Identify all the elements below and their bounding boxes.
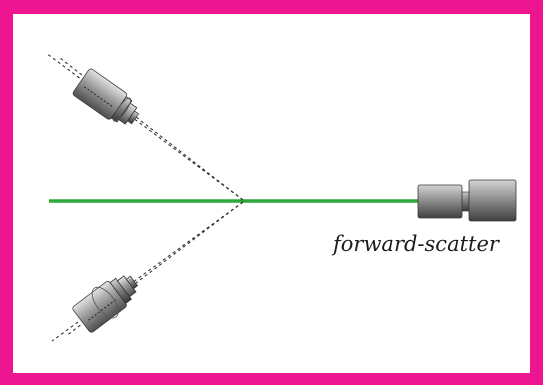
upper-side-scatter-detector-icon (72, 68, 140, 125)
forward-scatter-detector-icon (417, 179, 517, 222)
upper-scatter-path (45, 52, 244, 201)
forward-scatter-label: forward-scatter (333, 232, 499, 256)
lower-scatter-path-offset (65, 201, 244, 337)
lower-side-scatter-detector-icon (72, 275, 139, 333)
